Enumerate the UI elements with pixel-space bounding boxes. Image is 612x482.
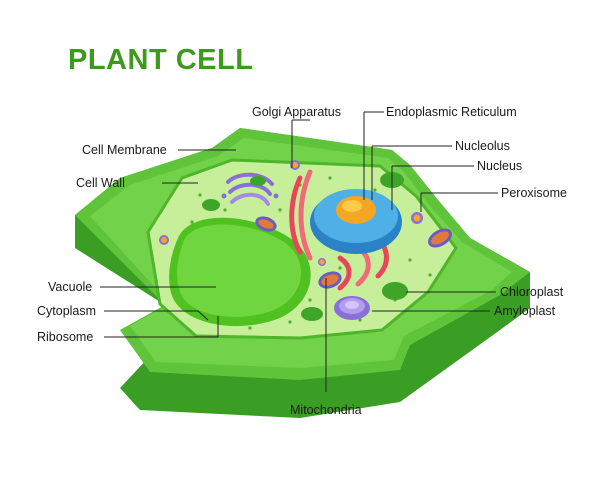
label-nucleolus: Nucleolus xyxy=(455,139,510,153)
label-amyloplast: Amyloplast xyxy=(494,304,556,318)
label-mitochondria: Mitochondria xyxy=(290,403,362,417)
amyloplast xyxy=(334,296,370,320)
label-endoplasmic-reticulum: Endoplasmic Reticulum xyxy=(386,105,517,119)
mitochondria xyxy=(255,216,452,289)
label-cytoplasm: Cytoplasm xyxy=(37,304,96,318)
chloroplasts xyxy=(202,172,408,321)
label-cell-wall: Cell Wall xyxy=(76,176,125,190)
vacuole xyxy=(169,217,311,327)
ribosome-dots xyxy=(178,176,432,330)
diagram-title: PLANT CELL xyxy=(68,44,254,76)
label-vacuole: Vacuole xyxy=(48,280,92,294)
leader-lines xyxy=(100,111,498,392)
nucleus xyxy=(310,189,402,254)
golgi-apparatus xyxy=(221,172,279,206)
label-golgi-apparatus: Golgi Apparatus xyxy=(252,105,341,119)
label-peroxisome: Peroxisome xyxy=(501,186,567,200)
label-ribosome: Ribosome xyxy=(37,330,93,344)
label-chloroplast: Chloroplast xyxy=(500,285,564,299)
label-nucleus: Nucleus xyxy=(477,159,522,173)
label-cell-membrane: Cell Membrane xyxy=(82,143,167,157)
